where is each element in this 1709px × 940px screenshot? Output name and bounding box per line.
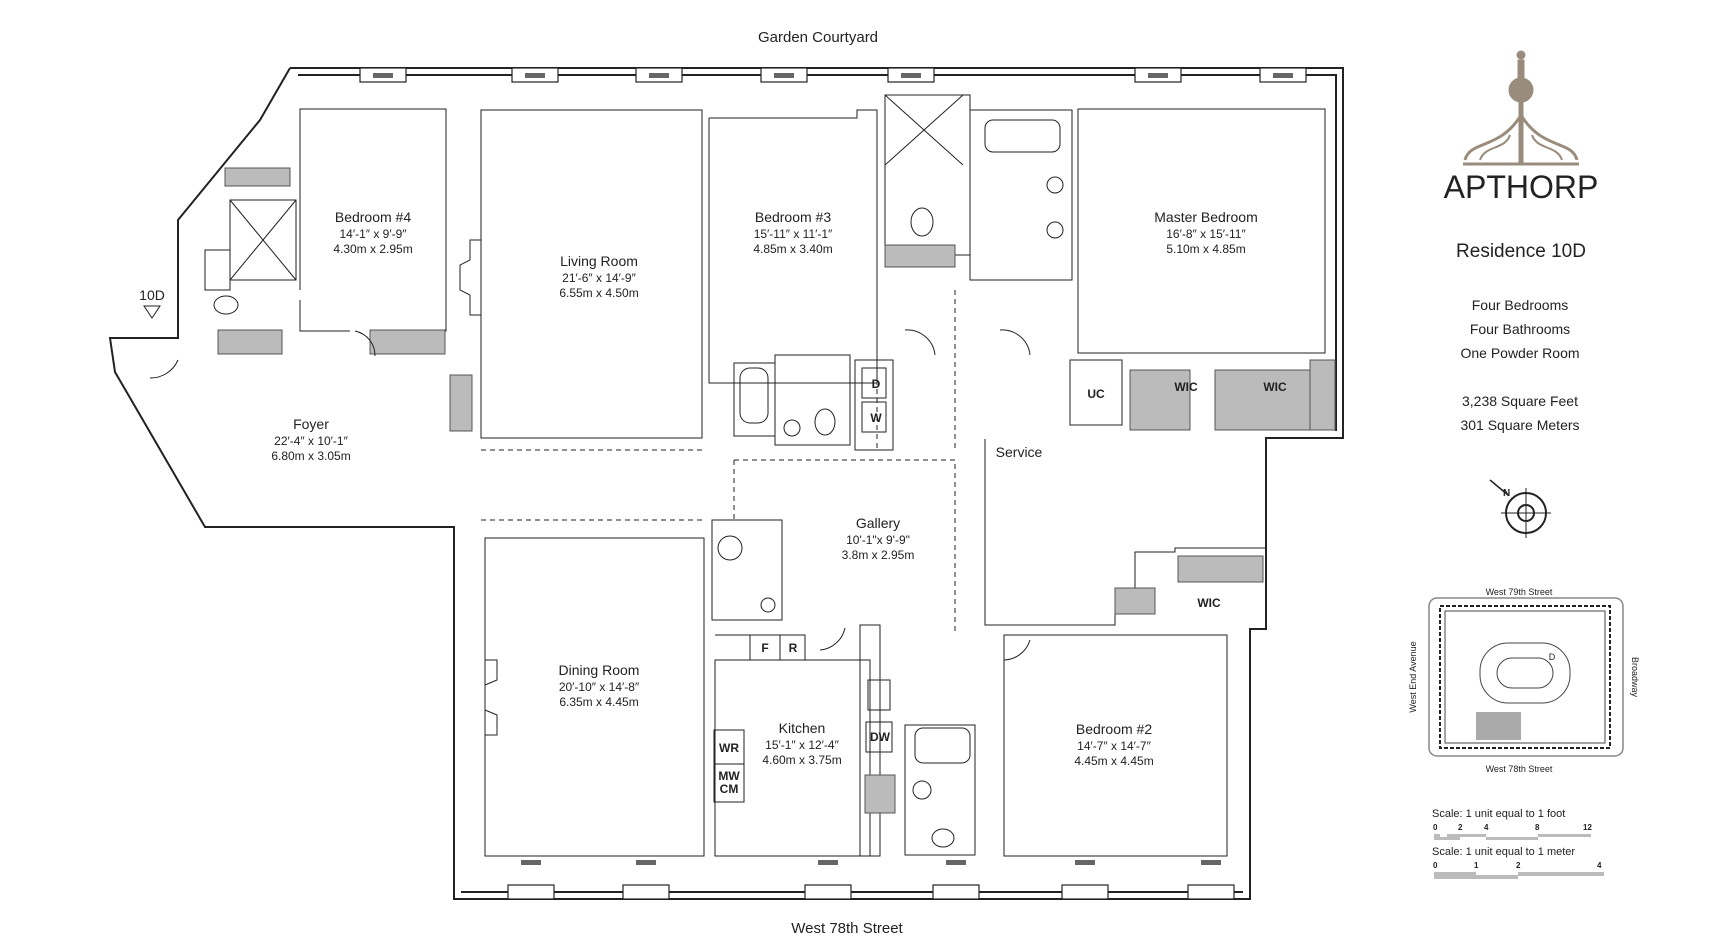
svg-text:0: 0 [1433, 861, 1438, 870]
svg-text:APTHORP: APTHORP [1444, 169, 1599, 205]
room-bedroom3: Bedroom #3 15′-11″ x 11′-1″ 4.85m x 3.40… [753, 209, 833, 256]
info-square-feet: 3,238 Square Feet [1462, 393, 1578, 409]
svg-text:Broadway: Broadway [1630, 657, 1640, 698]
svg-text:22′-4″ x 10′-1″: 22′-4″ x 10′-1″ [274, 434, 348, 448]
svg-text:Scale: 1 unit equal to 1 meter: Scale: 1 unit equal to 1 meter [1432, 846, 1575, 858]
svg-text:4.30m x 2.95m: 4.30m x 2.95m [333, 242, 412, 256]
street-label-top: Garden Courtyard [758, 29, 878, 46]
svg-text:21′-6″ x 14′-9″: 21′-6″ x 14′-9″ [562, 271, 636, 285]
street-label-bottom: West 78th Street [791, 920, 903, 937]
svg-text:16′-8″ x 15′-11″: 16′-8″ x 15′-11″ [1166, 227, 1246, 241]
compass-icon: N [1489, 479, 1551, 538]
svg-text:Gallery: Gallery [856, 515, 900, 531]
svg-text:15′-1″ x 12′-4″: 15′-1″ x 12′-4″ [765, 738, 839, 752]
svg-text:West 79th Street: West 79th Street [1486, 587, 1553, 597]
svg-text:5.10m x 4.85m: 5.10m x 4.85m [1166, 242, 1245, 256]
svg-text:10D: 10D [139, 287, 165, 303]
residence-title: Residence 10D [1456, 241, 1586, 262]
svg-text:West End Avenue: West End Avenue [1408, 641, 1418, 712]
svg-text:14′-7″ x 14′-7″: 14′-7″ x 14′-7″ [1077, 739, 1151, 753]
svg-text:4.60m x 3.75m: 4.60m x 3.75m [762, 753, 841, 767]
svg-text:N: N [1503, 488, 1510, 499]
svg-text:D: D [1549, 652, 1556, 662]
label-wic: WIC [1197, 596, 1221, 610]
room-living: Living Room 21′-6″ x 14′-9″ 6.55m x 4.50… [559, 253, 638, 300]
room-master-bedroom: Master Bedroom 16′-8″ x 15′-11″ 5.10m x … [1154, 209, 1257, 256]
svg-text:Foyer: Foyer [293, 416, 329, 432]
svg-text:Scale: 1 unit equal to 1 foot: Scale: 1 unit equal to 1 foot [1432, 808, 1565, 820]
svg-text:14′-1″ x 9′-9″: 14′-1″ x 9′-9″ [339, 227, 407, 241]
room-kitchen: Kitchen 15′-1″ x 12′-4″ 4.60m x 3.75m [762, 720, 841, 767]
svg-text:Kitchen: Kitchen [779, 720, 826, 736]
svg-text:Living Room: Living Room [560, 253, 638, 269]
svg-text:3.8m x 2.95m: 3.8m x 2.95m [842, 548, 915, 562]
room-gallery: Gallery 10'-1"x 9'-9" 3.8m x 2.95m [842, 515, 915, 562]
label-refrigerator: R [789, 641, 798, 655]
label-freezer: F [761, 641, 768, 655]
scale-meter: Scale: 1 unit equal to 1 meter 0 1 2 4 [1432, 846, 1604, 879]
svg-text:6.55m x 4.50m: 6.55m x 4.50m [559, 286, 638, 300]
svg-text:4: 4 [1597, 861, 1602, 870]
scale-feet: Scale: 1 unit equal to 1 foot 0 2 4 8 12 [1432, 808, 1592, 840]
svg-text:Master Bedroom: Master Bedroom [1154, 209, 1257, 225]
svg-text:15′-11″ x 11′-1″: 15′-11″ x 11′-1″ [754, 227, 833, 241]
svg-text:4.45m x 4.45m: 4.45m x 4.45m [1074, 754, 1153, 768]
svg-text:1: 1 [1474, 861, 1479, 870]
uc-closet [1069, 359, 1123, 426]
label-uc: UC [1087, 387, 1105, 401]
svg-text:8: 8 [1535, 823, 1540, 832]
svg-text:20′-10″ x 14′-8″: 20′-10″ x 14′-8″ [559, 680, 640, 694]
svg-text:Bedroom #2: Bedroom #2 [1076, 721, 1152, 737]
label-wic: WIC [1174, 380, 1198, 394]
room-foyer: Foyer 22′-4″ x 10′-1″ 6.80m x 3.05m [271, 416, 350, 463]
svg-text:Dining Room: Dining Room [559, 662, 640, 678]
svg-text:0: 0 [1433, 823, 1438, 832]
label-microwave: MW [718, 769, 740, 783]
svg-text:12: 12 [1583, 823, 1592, 832]
interior-walls [149, 94, 1336, 857]
unit-marker: 10D [139, 287, 165, 319]
room-bedroom4: Bedroom #4 14′-1″ x 9′-9″ 4.30m x 2.95m [333, 209, 412, 256]
room-dining: Dining Room 20′-10″ x 14′-8″ 6.35m x 4.4… [559, 662, 640, 709]
label-dishwasher: DW [870, 730, 891, 744]
label-dryer: D [872, 377, 881, 391]
info-bedrooms: Four Bedrooms [1472, 297, 1568, 313]
building-key-map: West 79th Street D West 78th Street West… [1408, 587, 1640, 774]
info-bathrooms: Four Bathrooms [1470, 321, 1570, 337]
info-powder-room: One Powder Room [1460, 345, 1579, 361]
svg-text:Bedroom #4: Bedroom #4 [335, 209, 411, 225]
svg-text:West 78th Street: West 78th Street [1486, 764, 1553, 774]
info-square-meters: 301 Square Meters [1460, 417, 1579, 433]
label-wine-refrigerator: WR [719, 741, 739, 755]
label-wic: WIC [1263, 380, 1287, 394]
label-coffee-maker: CM [720, 782, 739, 796]
svg-text:2: 2 [1516, 861, 1521, 870]
room-bedroom2: Bedroom #2 14′-7″ x 14′-7″ 4.45m x 4.45m [1074, 721, 1153, 768]
svg-text:4.85m x 3.40m: 4.85m x 3.40m [753, 242, 832, 256]
svg-text:2: 2 [1458, 823, 1463, 832]
svg-text:10'-1"x 9'-9": 10'-1"x 9'-9" [846, 533, 910, 547]
apthorp-logo: APTHORP [1444, 50, 1599, 205]
svg-text:6.35m x 4.45m: 6.35m x 4.45m [559, 695, 638, 709]
windows-bottom [507, 860, 1235, 900]
svg-text:6.80m x 3.05m: 6.80m x 3.05m [271, 449, 350, 463]
windows-top [359, 67, 1307, 83]
svg-text:4: 4 [1484, 823, 1489, 832]
room-service: Service [996, 444, 1043, 460]
svg-text:Bedroom #3: Bedroom #3 [755, 209, 831, 225]
label-washer: W [870, 411, 882, 425]
